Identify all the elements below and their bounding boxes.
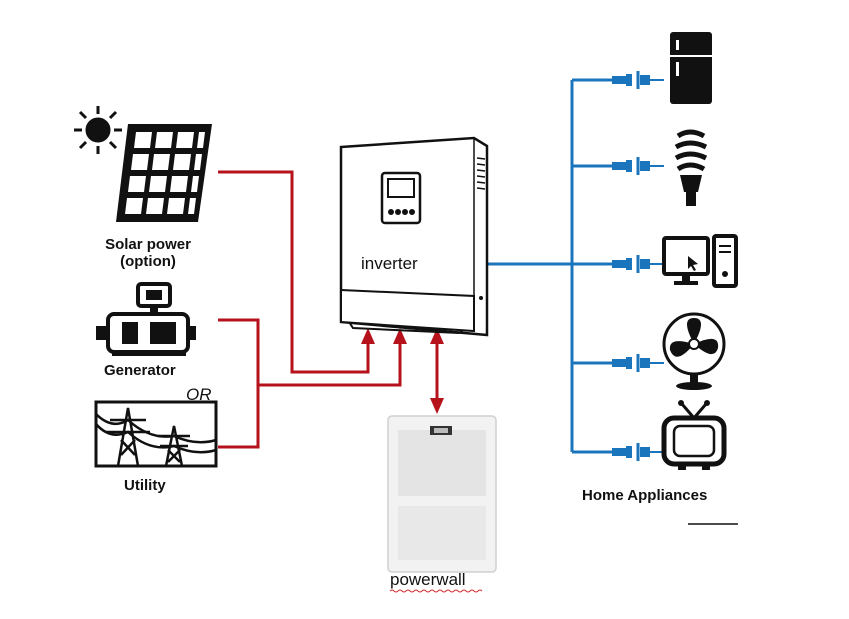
solar-label-line1: Solar power (105, 236, 191, 253)
fan-icon (662, 312, 726, 390)
plug-icon (612, 71, 664, 89)
output-wiring (487, 78, 612, 454)
utility-label: Utility (124, 477, 166, 494)
plug-icon (612, 157, 664, 175)
spellcheck-underline (389, 589, 483, 593)
inverter-label: inverter (361, 254, 418, 273)
generator-label: Generator (104, 362, 176, 379)
flow-arrowheads (361, 328, 444, 414)
grid-arrow (393, 328, 407, 344)
plug-icon (612, 354, 664, 372)
generator-icon (96, 282, 196, 356)
or-label: OR (186, 385, 212, 404)
sun-icon (74, 106, 122, 154)
home-appliances-label: Home Appliances (582, 487, 708, 504)
plug-icon (612, 255, 664, 273)
light-bulb-icon (674, 129, 708, 206)
solar-arrow (361, 328, 375, 344)
battery-icon (387, 415, 497, 573)
battery-arrow-up (430, 328, 444, 344)
solar-panel-icon (116, 124, 212, 222)
computer-icon (662, 234, 738, 288)
television-icon (661, 400, 727, 470)
plug-icon (612, 443, 664, 461)
transmission-tower-icon (94, 400, 218, 468)
solar-label-line2: (option) (120, 253, 176, 270)
solar-label: Solar power (option) (88, 236, 208, 270)
powerwall-label: powerwall (390, 570, 466, 589)
battery-arrow-down (430, 398, 444, 414)
inverter-icon (339, 136, 489, 337)
refrigerator-icon (670, 32, 712, 104)
ac-input-wiring (218, 170, 439, 449)
